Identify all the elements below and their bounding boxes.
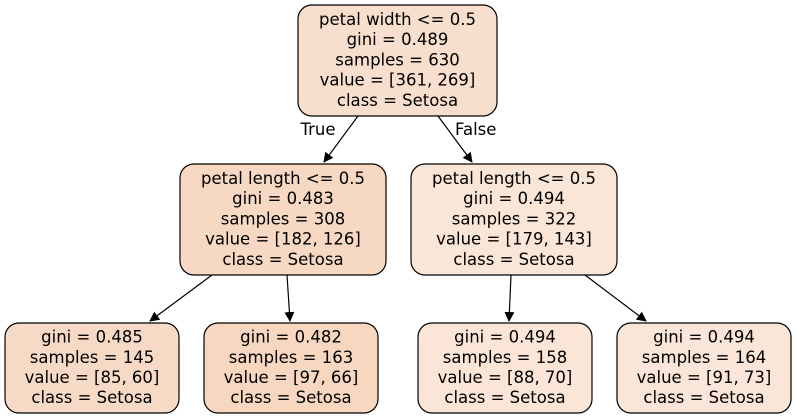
node-text-line: class = Setosa — [643, 388, 764, 407]
node-text-line: gini = 0.494 — [454, 328, 556, 347]
node-text-line: class = Setosa — [453, 250, 574, 269]
edge-arrow-right-to-right-right — [584, 274, 647, 322]
node-text-line: gini = 0.489 — [347, 30, 449, 49]
node-text-line: samples = 158 — [443, 348, 567, 367]
edge-arrow-right-to-right-left — [504, 274, 515, 322]
node-text-line: samples = 308 — [221, 209, 345, 228]
node-text-line: class = Setosa — [31, 388, 152, 407]
node-text-line: value = [179, 143] — [436, 230, 592, 249]
node-text-line: value = [97, 66] — [224, 368, 359, 387]
node-text-line: value = [88, 70] — [438, 368, 573, 387]
node-text-line: gini = 0.494 — [463, 189, 565, 208]
node-text-line: gini = 0.494 — [653, 328, 755, 347]
node-text-line: samples = 145 — [30, 348, 154, 367]
node-text-line: gini = 0.482 — [240, 328, 342, 347]
node-text-line: value = [182, 126] — [205, 230, 361, 249]
node-text-line: value = [85, 60] — [25, 368, 160, 387]
node-text-line: petal length <= 0.5 — [432, 169, 596, 188]
node-text-line: class = Setosa — [337, 91, 458, 110]
node-box — [410, 163, 618, 276]
node-text-line: samples = 630 — [335, 50, 459, 69]
edge-label-true: True — [299, 120, 335, 139]
node-text-line: class = Setosa — [230, 388, 351, 407]
node-text-line: class = Setosa — [444, 388, 565, 407]
node-text-line: gini = 0.485 — [41, 328, 143, 347]
node-text-line: samples = 322 — [452, 209, 576, 228]
node-text-line: class = Setosa — [222, 250, 343, 269]
node-text-line: samples = 163 — [229, 348, 353, 367]
node-text-line: petal width <= 0.5 — [319, 10, 476, 29]
node-text-line: value = [91, 73] — [637, 368, 772, 387]
node-box — [616, 322, 792, 414]
node-box — [4, 322, 180, 414]
node-box — [179, 163, 387, 276]
node-text-line: value = [361, 269] — [320, 71, 476, 90]
edge-arrow-root-to-right — [437, 115, 473, 163]
node-text-line: samples = 164 — [642, 348, 766, 367]
node-box — [417, 322, 593, 414]
node-box — [203, 322, 379, 414]
edge-arrow-root-to-left — [323, 115, 359, 163]
edge-arrow-left-to-left-left — [149, 274, 213, 322]
node-text-line: gini = 0.483 — [232, 189, 334, 208]
edge-label-false: False — [455, 120, 496, 139]
node-box — [297, 4, 498, 117]
node-text-line: petal length <= 0.5 — [201, 169, 365, 188]
edge-arrow-left-to-left-right — [284, 274, 295, 322]
edges-layer: True False — [149, 115, 647, 322]
